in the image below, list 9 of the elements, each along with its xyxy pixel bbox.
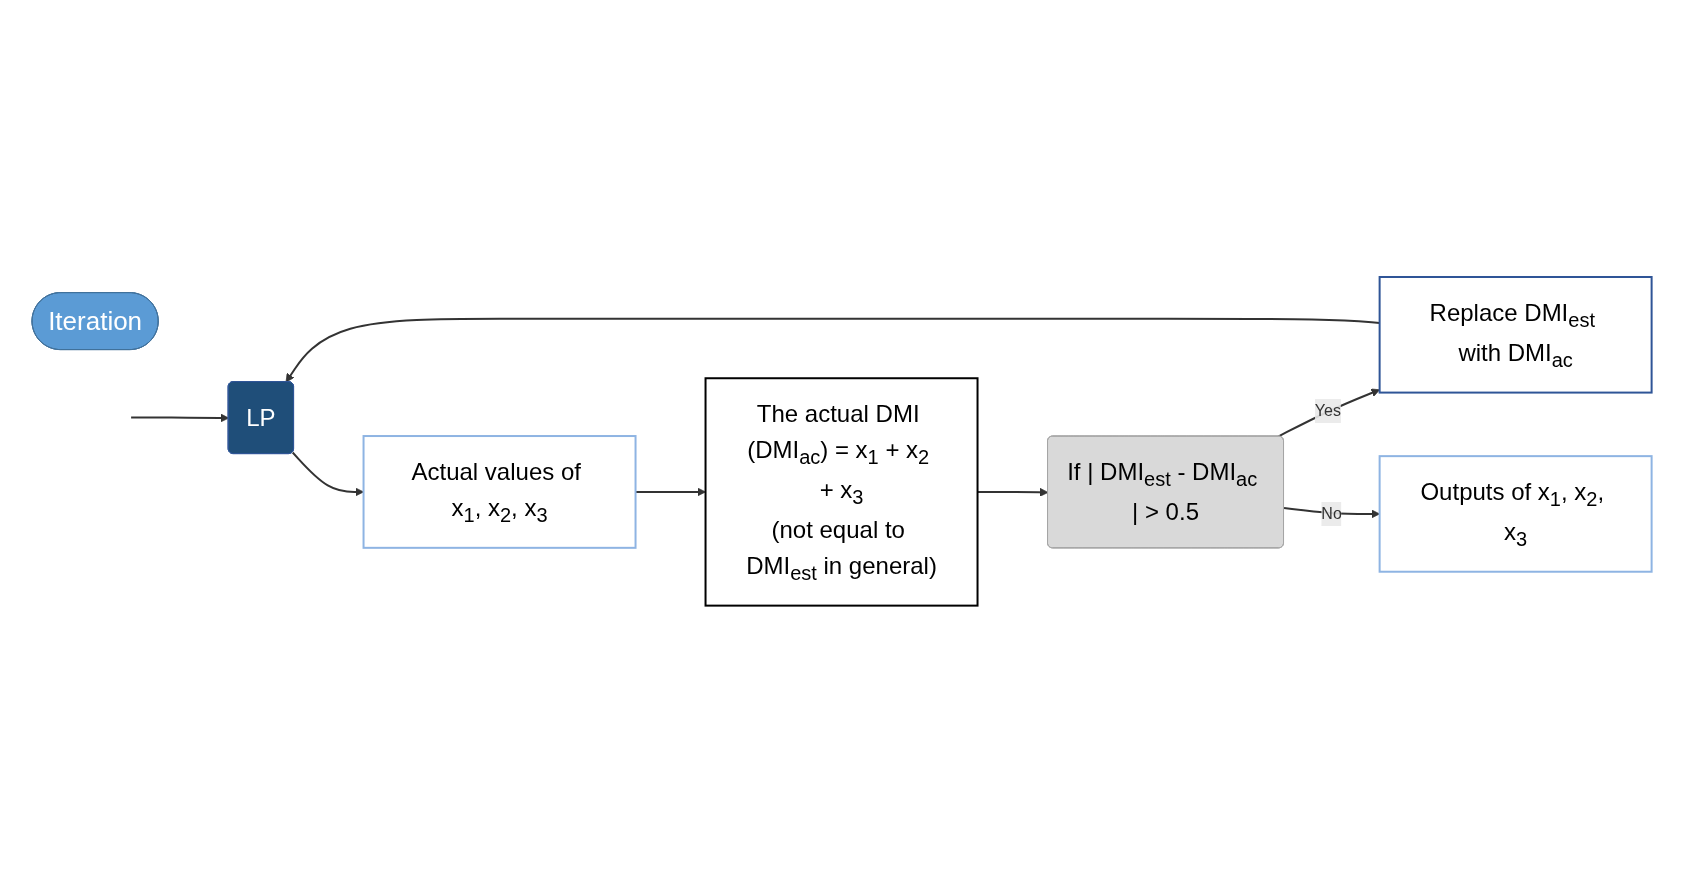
arrow bbox=[129, 413, 229, 423]
node-box: The actual DMI (DMI$_{ac}$) = x$_{1}$ + x$_{2}$ + x$_{3}$ (not equal to DMI$_{est}$ in general) bbox=[704, 376, 979, 607]
node-box: Outputs of x$_{1}$, x$_{2}$, x$_{3}$ bbox=[1378, 454, 1653, 573]
node-box: Actual values of x$_{1}$, x$_{2}$, x$_{3}$ bbox=[362, 434, 637, 549]
arrow bbox=[1282, 506, 1380, 518]
edge-label: No bbox=[1321, 504, 1342, 522]
node-box: Replace DMI$_{est}$ with DMI$_{ac}$ bbox=[1378, 275, 1653, 394]
arrow bbox=[291, 451, 364, 496]
edge-label: Yes bbox=[1314, 401, 1341, 419]
